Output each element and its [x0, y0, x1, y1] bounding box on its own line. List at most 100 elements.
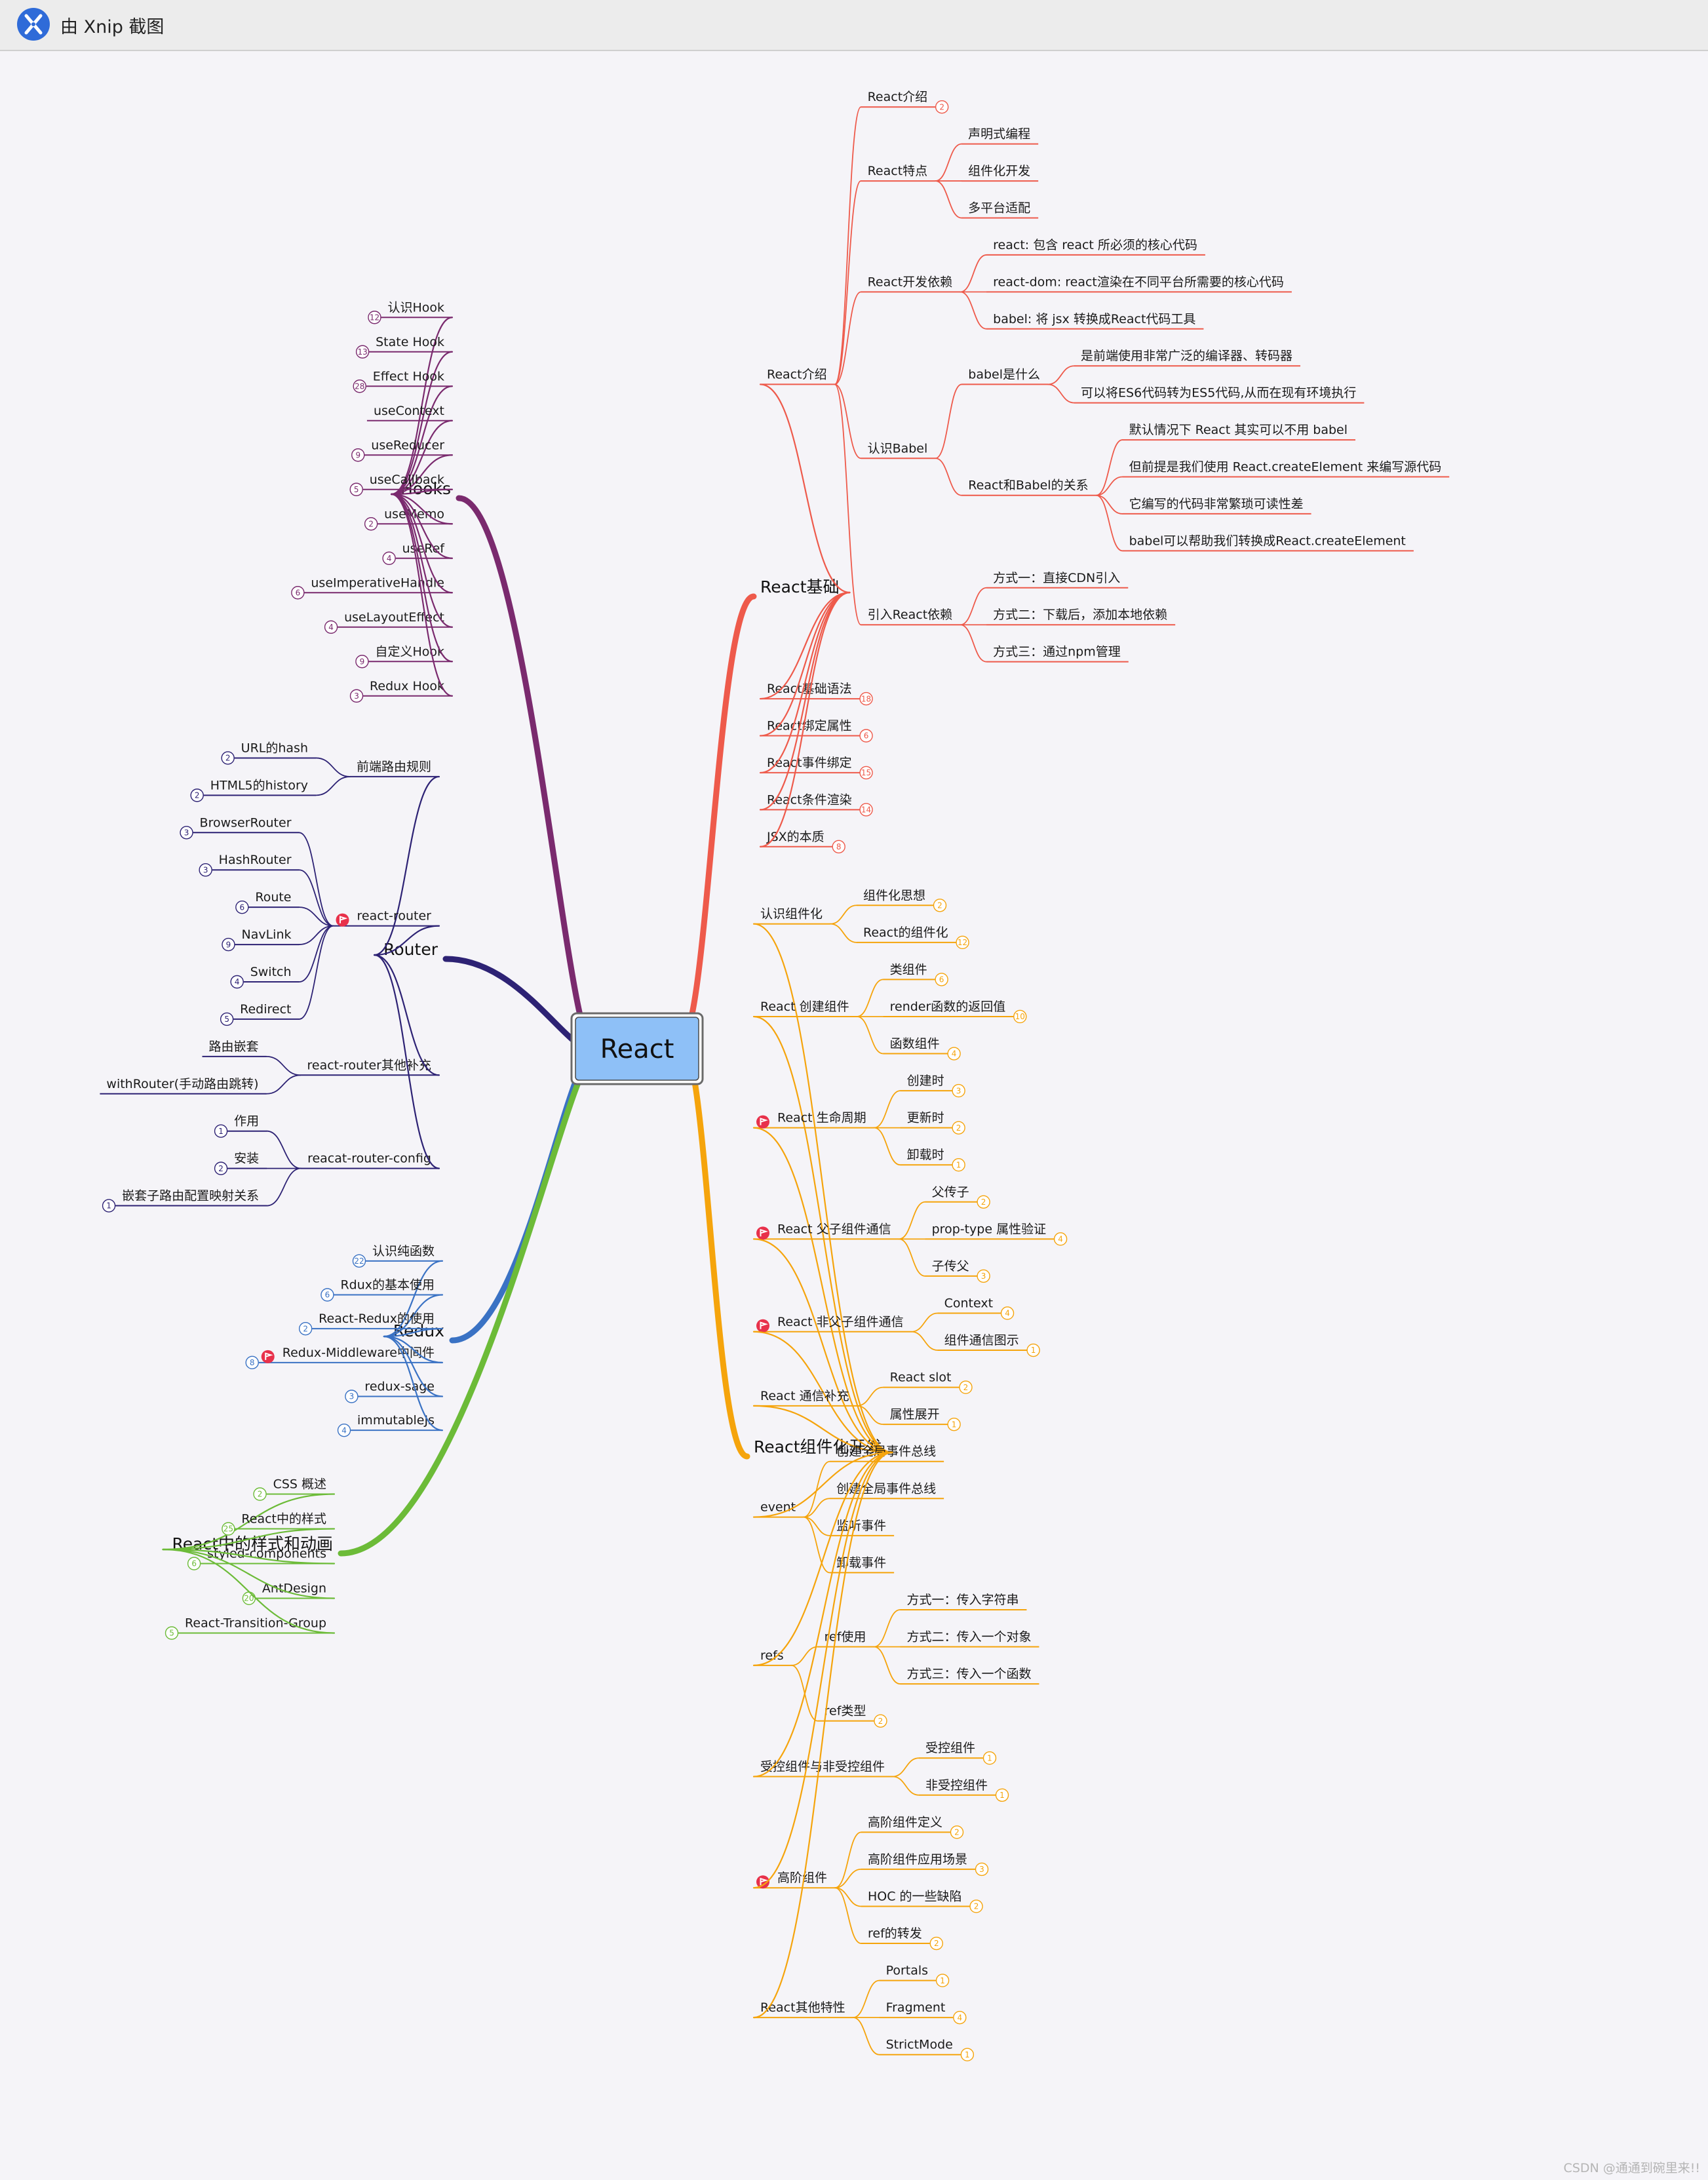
node-创建全局事件总线[interactable]: 创建全局事件总线 — [830, 1445, 944, 1462]
count-badge[interactable]: 6 — [935, 973, 948, 986]
count-badge[interactable]: 4 — [947, 1047, 961, 1061]
count-badge[interactable]: 9 — [222, 937, 235, 952]
node-render函数的返回值[interactable]: render函数的返回值 — [883, 1000, 1014, 1017]
node-创建时[interactable]: 创建时 — [900, 1074, 952, 1092]
node-uselayouteffect[interactable]: useLayoutEffect — [338, 610, 452, 628]
node-hashrouter[interactable]: HashRouter — [212, 853, 300, 871]
node-event[interactable]: event — [754, 1500, 804, 1518]
count-badge[interactable]: 4 — [382, 551, 396, 565]
node-react-router其他补充[interactable]: react-router其他补充 — [300, 1058, 439, 1076]
count-badge[interactable]: 28 — [353, 380, 366, 393]
node-reacat-router-config[interactable]: reacat-router-config — [301, 1152, 439, 1169]
count-badge[interactable]: 3 — [952, 1083, 965, 1098]
node-usecontext[interactable]: useContext — [366, 404, 452, 421]
node-方式一-直接cdn引入[interactable]: 方式一：直接CDN引入 — [986, 571, 1129, 589]
node-withrouter-手动路由跳转[interactable]: withRouter(手动路由跳转) — [100, 1077, 267, 1095]
node-react-redux的使用[interactable]: React-Redux的使用 — [312, 1312, 442, 1330]
node-react开发依赖[interactable]: React开发依赖 — [861, 275, 961, 293]
count-badge[interactable]: 9 — [355, 655, 369, 669]
count-badge[interactable]: 6 — [320, 1288, 334, 1302]
count-badge[interactable]: 8 — [245, 1355, 259, 1370]
count-badge[interactable]: 2 — [298, 1321, 313, 1336]
node-认识纯函数[interactable]: 认识纯函数 — [365, 1244, 442, 1262]
count-badge[interactable]: 12 — [368, 311, 381, 324]
count-badge[interactable]: 3 — [345, 1390, 359, 1403]
node-usereducer[interactable]: useReducer — [364, 438, 452, 456]
node-react中的样式[interactable]: React中的样式 — [235, 1512, 334, 1530]
node-自定义hook[interactable]: 自定义Hook — [368, 644, 452, 663]
node-可以将es6代码转为es5代码-从而在现有环境执行[interactable]: 可以将ES6代码转为ES5代码,从而在现有环境执行 — [1074, 386, 1365, 404]
count-badge[interactable]: 10 — [1013, 1009, 1027, 1024]
node-navlink[interactable]: NavLink — [235, 927, 300, 946]
node-高阶组件定义[interactable]: 高阶组件定义 — [861, 1815, 951, 1833]
count-badge[interactable]: 6 — [187, 1557, 201, 1570]
node-react-dom-react渲染在不同平台所需要的核心代码[interactable]: react-dom: react渲染在不同平台所需要的核心代码 — [986, 275, 1292, 293]
count-badge[interactable]: 5 — [220, 1012, 234, 1026]
count-badge[interactable]: 2 — [190, 788, 204, 802]
count-badge[interactable]: 1 — [214, 1124, 228, 1138]
count-badge[interactable]: 4 — [1053, 1232, 1068, 1246]
count-badge[interactable]: 1 — [935, 1974, 950, 1987]
node-类组件[interactable]: 类组件 — [883, 962, 935, 981]
node-react-router[interactable]: react-router — [333, 909, 439, 927]
node-创建全局事件总线[interactable]: 创建全局事件总线 — [830, 1481, 944, 1500]
count-badge[interactable]: 13 — [355, 345, 370, 359]
count-badge[interactable]: 2 — [214, 1161, 228, 1175]
node-strictmode[interactable]: StrictMode — [879, 2038, 961, 2055]
count-badge[interactable]: 2 — [977, 1195, 990, 1209]
count-badge[interactable]: 20 — [242, 1591, 256, 1605]
node-react的组件化[interactable]: React的组件化 — [857, 925, 956, 943]
count-badge[interactable]: 4 — [1000, 1306, 1015, 1320]
count-badge[interactable]: 2 — [364, 517, 378, 531]
node-声明式编程[interactable]: 声明式编程 — [961, 127, 1039, 145]
node-非受控组件[interactable]: 非受控组件 — [919, 1778, 996, 1796]
node-react事件绑定[interactable]: React事件绑定 — [760, 756, 860, 773]
count-badge[interactable]: 3 — [349, 689, 364, 703]
node-前端路由规则[interactable]: 前端路由规则 — [349, 760, 439, 777]
node-fragment[interactable]: Fragment — [879, 2000, 954, 2019]
basics-topic[interactable]: React基础 — [760, 577, 840, 596]
count-badge[interactable]: 1 — [947, 1417, 961, 1431]
node-rdux的基本使用[interactable]: Rdux的基本使用 — [334, 1278, 442, 1296]
node-ref的转发[interactable]: ref的转发 — [861, 1926, 930, 1945]
node-引入react依赖[interactable]: 引入React依赖 — [861, 608, 961, 626]
node-react特点[interactable]: React特点 — [861, 164, 936, 182]
node-styled-components[interactable]: styled-components — [201, 1547, 334, 1565]
node-ref类型[interactable]: ref类型 — [817, 1704, 874, 1722]
node-方式二-下载后-添加本地依赖[interactable]: 方式二：下载后，添加本地依赖 — [986, 608, 1176, 626]
node-html5的history[interactable]: HTML5的history — [203, 778, 316, 796]
node-函数组件[interactable]: 函数组件 — [883, 1037, 948, 1055]
count-badge[interactable]: 8 — [832, 840, 845, 853]
node-组件通信图示[interactable]: 组件通信图示 — [937, 1333, 1027, 1352]
count-badge[interactable]: 1 — [1026, 1343, 1040, 1357]
node-认识babel[interactable]: 认识Babel — [861, 441, 936, 459]
node-嵌套子路由配置映射关系[interactable]: 嵌套子路由配置映射关系 — [115, 1189, 267, 1207]
node-方式三-传入一个函数[interactable]: 方式三：传入一个函数 — [900, 1667, 1039, 1685]
node-redux-sage[interactable]: redux-sage — [358, 1380, 442, 1397]
node-高阶组件[interactable]: 高阶组件 — [754, 1871, 836, 1889]
node-redux-hook[interactable]: Redux Hook — [363, 679, 452, 697]
node-方式三-通过npm管理[interactable]: 方式三：通过npm管理 — [986, 645, 1129, 663]
node-babel可以帮助我们转换成react-createelement[interactable]: babel可以帮助我们转换成React.createElement — [1122, 534, 1414, 552]
count-badge[interactable]: 3 — [180, 826, 193, 840]
node-route[interactable]: Route — [248, 890, 300, 908]
node-babel是什么[interactable]: babel是什么 — [961, 367, 1049, 385]
node-react介绍[interactable]: React介绍 — [861, 90, 936, 108]
node-redux-middleware中间件[interactable]: Redux-Middleware中间件 — [258, 1346, 442, 1363]
node-它编写的代码非常繁琐可读性差[interactable]: 它编写的代码非常繁琐可读性差 — [1122, 497, 1311, 515]
count-badge[interactable]: 2 — [221, 751, 235, 765]
node-url的hash[interactable]: URL的hash — [234, 741, 316, 759]
node-认识hook[interactable]: 认识Hook — [381, 300, 452, 319]
node-refs[interactable]: refs — [754, 1648, 792, 1666]
count-badge[interactable]: 4 — [324, 620, 338, 634]
count-badge[interactable]: 6 — [291, 586, 305, 600]
count-badge[interactable]: 5 — [165, 1626, 179, 1640]
node-组件化思想[interactable]: 组件化思想 — [857, 888, 934, 906]
node-prop-type-属性验证[interactable]: prop-type 属性验证 — [925, 1222, 1055, 1240]
root-node[interactable]: React — [570, 1012, 704, 1085]
count-badge[interactable]: 1 — [960, 2048, 975, 2061]
node-路由嵌套[interactable]: 路由嵌套 — [202, 1040, 267, 1057]
component-topic[interactable]: React组件化开发 — [754, 1437, 882, 1456]
count-badge[interactable]: 1 — [982, 1751, 997, 1765]
node-方式一-传入字符串[interactable]: 方式一：传入字符串 — [900, 1593, 1027, 1610]
